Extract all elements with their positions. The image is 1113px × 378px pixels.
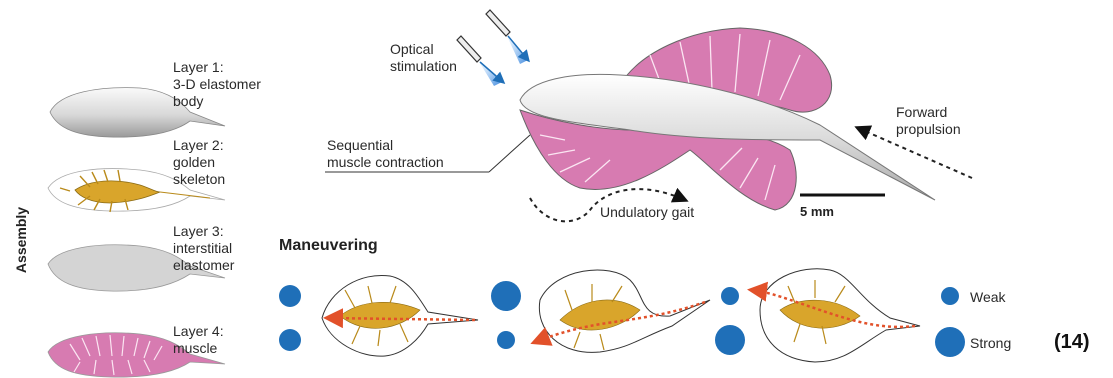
layer2-label: Layer 2: golden skeleton: [173, 137, 225, 188]
stingray-robot-illustration: [520, 28, 935, 210]
figure-number: (14): [1054, 331, 1090, 354]
sequential-contraction-label: Sequential muscle contraction: [327, 137, 444, 171]
stimulus-dot: [497, 331, 515, 349]
undulatory-gait-label: Undulatory gait: [600, 204, 694, 221]
stimulus-dot: [491, 281, 521, 311]
stimulus-dot: [279, 285, 301, 307]
maneuver-panel-straight: [279, 275, 478, 356]
layer3-label: Layer 3: interstitial elastomer: [173, 223, 234, 274]
layer1-label: Layer 1: 3-D elastomer body: [173, 59, 261, 110]
maneuvering-title: Maneuvering: [279, 237, 378, 255]
layer4-label: Layer 4: muscle: [173, 323, 224, 357]
stimulus-dot: [279, 329, 301, 351]
forward-propulsion-label: Forward propulsion: [896, 104, 961, 138]
maneuver-panel-left-turn: [715, 269, 920, 362]
legend-weak-label: Weak: [970, 289, 1006, 306]
optical-fiber-illustration: [457, 10, 528, 86]
assembly-label: Assembly: [13, 195, 33, 285]
optical-stimulation-label: Optical stimulation: [390, 41, 457, 75]
legend-strong-dot: [935, 327, 965, 357]
stimulus-dot: [715, 325, 745, 355]
scale-bar-label: 5 mm: [800, 204, 834, 219]
pointer-line: [489, 135, 530, 172]
stimulus-dot: [721, 287, 739, 305]
legend-strong-label: Strong: [970, 335, 1011, 352]
legend-weak-dot: [941, 287, 959, 305]
maneuver-panel-right-turn: [491, 270, 710, 352]
